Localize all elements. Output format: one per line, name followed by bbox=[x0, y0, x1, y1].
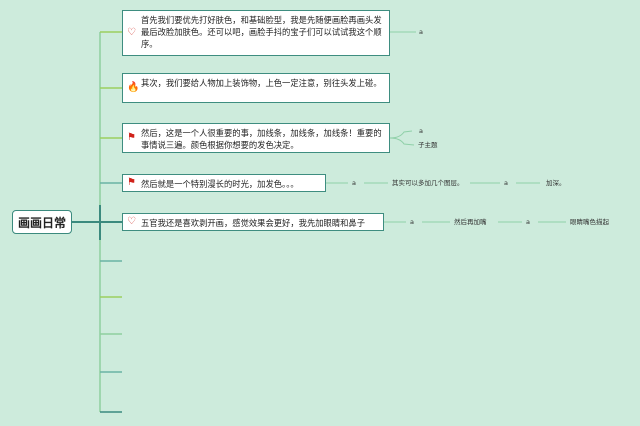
branch-text: 然后就是一个特别漫长的时光，加发色。。。 bbox=[141, 179, 299, 189]
subtopic-4-text1[interactable]: 其实可以多加几个图层。 bbox=[392, 179, 464, 187]
subtopic-4-a2[interactable]: a bbox=[504, 179, 508, 187]
branch-node-5[interactable]: ♡ 五官我还是喜欢剥开画，感觉效果会更好，我先加眼睛和鼻子 bbox=[122, 213, 384, 231]
branch-text: 然后，这是一个人很重要的事，加线条，加线条，加线条！重要的事情说三遍。颜色根据你… bbox=[141, 128, 382, 150]
heart-icon: ♡ bbox=[127, 27, 136, 38]
subtopic-4-a1[interactable]: a bbox=[352, 179, 356, 187]
subtopic-3-a[interactable]: a bbox=[419, 127, 423, 135]
subtopic-4-text2[interactable]: 加深。 bbox=[546, 179, 566, 187]
root-node[interactable]: 画画日常 bbox=[12, 210, 72, 234]
subtopic-5-text2[interactable]: 眼睛嘴色描起 bbox=[570, 218, 609, 226]
branch-node-2[interactable]: 🔥 其次，我们要给人物加上装饰物，上色一定注意，别往头发上碰。 bbox=[122, 73, 390, 103]
branch-text: 五官我还是喜欢剥开画，感觉效果会更好，我先加眼睛和鼻子 bbox=[141, 218, 366, 228]
fire-icon: 🔥 bbox=[127, 82, 140, 93]
branch-node-4[interactable]: ⚑ 然后就是一个特别漫长的时光，加发色。。。 bbox=[122, 174, 326, 192]
branch-text: 其次，我们要给人物加上装饰物，上色一定注意，别往头发上碰。 bbox=[141, 78, 382, 88]
subtopic-1-a[interactable]: a bbox=[419, 28, 423, 36]
subtopic-5-text1[interactable]: 然后再加嘴 bbox=[454, 218, 487, 226]
subtopic-5-a2[interactable]: a bbox=[526, 218, 530, 226]
subtopic-3-label[interactable]: 子主题 bbox=[418, 141, 438, 149]
branch-text: 首先我们要优先打好肤色，和基础脸型，我是先随便画脸再画头发最后改脸加肤色。还可以… bbox=[141, 15, 382, 49]
heart-icon: ♡ bbox=[127, 216, 136, 227]
branch-node-1[interactable]: ♡ 首先我们要优先打好肤色，和基础脸型，我是先随便画脸再画头发最后改脸加肤色。还… bbox=[122, 10, 390, 56]
subtopic-5-a1[interactable]: a bbox=[410, 218, 414, 226]
flag-icon: ⚑ bbox=[127, 177, 136, 188]
branch-node-3[interactable]: ⚑ 然后，这是一个人很重要的事，加线条，加线条，加线条！重要的事情说三遍。颜色根… bbox=[122, 123, 390, 153]
flag-icon: ⚑ bbox=[127, 132, 136, 143]
